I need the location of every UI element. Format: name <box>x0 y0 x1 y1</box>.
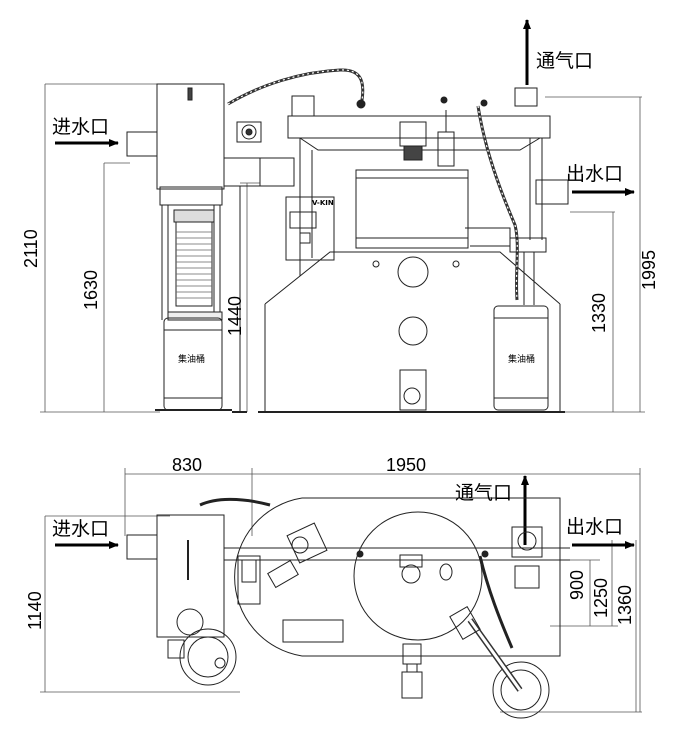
front-vent-label: 通气口 <box>536 50 594 72</box>
top-view <box>40 468 642 719</box>
dim-1995: 1995 <box>639 249 659 290</box>
top-vent-label: 通气口 <box>455 482 513 504</box>
panel-brand-label: V-KIN <box>312 199 334 207</box>
dim-830: 830 <box>172 455 203 475</box>
top-right-barrel <box>449 555 550 719</box>
top-filter-housing <box>126 497 271 686</box>
dim-1140: 1140 <box>25 591 45 630</box>
right-barrel <box>493 305 549 411</box>
top-outlet-label: 出水口 <box>566 516 624 538</box>
dim-1630: 1630 <box>81 269 101 310</box>
right-barrel-label: 集油桶 <box>508 355 536 365</box>
dim-1330: 1330 <box>589 292 609 333</box>
dim-1360: 1360 <box>615 584 635 625</box>
dim-900: 900 <box>567 569 587 600</box>
filter-housing <box>126 83 232 411</box>
dim-2110: 2110 <box>21 229 41 268</box>
front-outlet-label: 出水口 <box>566 163 624 185</box>
inlet-pipe <box>223 68 365 413</box>
left-barrel-label: 集油桶 <box>178 355 206 365</box>
main-tank <box>258 169 565 413</box>
front-inlet-label: 进水口 <box>52 116 110 138</box>
control-panel <box>285 196 335 261</box>
top-inlet-label: 进水口 <box>52 518 110 540</box>
top-bottom-valve <box>401 643 423 699</box>
dimension-lines-left <box>40 83 260 413</box>
dimension-lines-top <box>40 468 642 713</box>
discharge-pipe <box>465 105 547 305</box>
heater-motor <box>399 110 455 167</box>
dim-1440: 1440 <box>225 295 245 336</box>
dim-1250: 1250 <box>591 577 611 618</box>
top-main-tank <box>234 497 570 657</box>
front-view <box>40 19 645 413</box>
top-pipe-block <box>224 547 290 605</box>
dim-1950: 1950 <box>386 455 427 475</box>
